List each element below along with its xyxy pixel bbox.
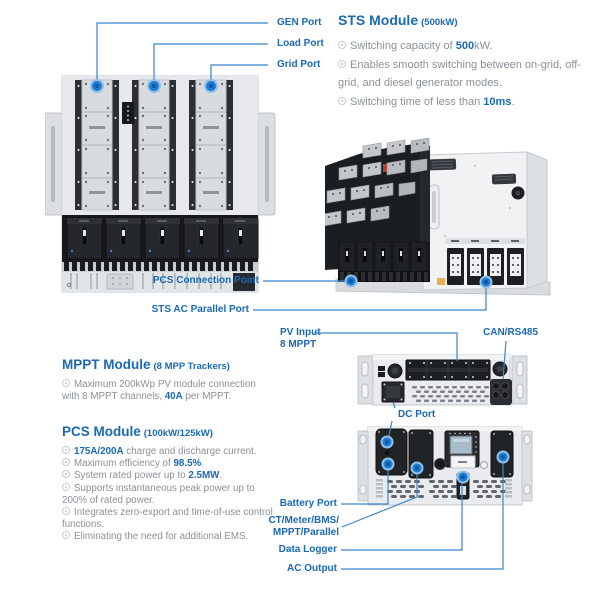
grid-port-line xyxy=(210,64,268,86)
ac-output-marker xyxy=(496,450,510,464)
bullet-item: Supports instantaneous peak power up to … xyxy=(62,482,255,506)
can-rs485-label: CAN/RS485 xyxy=(483,327,539,338)
sts-module-section: STS Module(500kW) Switching capacity of … xyxy=(338,13,593,111)
grid-port-marker xyxy=(204,79,218,93)
pcs-module-title: PCS Module(100kW/125kW) xyxy=(62,424,213,439)
status-display-icon xyxy=(122,102,134,124)
bullet-item: System rated power up to 2.5MW. xyxy=(62,470,274,482)
ct-meter-marker xyxy=(410,461,424,475)
aux-connector-icon xyxy=(434,458,446,470)
ct-meter-label: CT/Meter/BMS/ MPPT/Parallel xyxy=(268,515,339,538)
round-connector-icon xyxy=(387,363,403,379)
rack-ear-left-icon xyxy=(45,112,63,216)
dc-port-line-a xyxy=(392,401,396,409)
breaker-row xyxy=(66,217,259,260)
ring-bullet-icon xyxy=(338,59,346,68)
sts-ac-parallel-line xyxy=(253,285,487,311)
load-port-marker xyxy=(147,79,161,93)
busbar-plates xyxy=(325,138,430,226)
iso-breaker-row xyxy=(338,241,430,282)
gen-port-line xyxy=(96,22,268,86)
data-logger-label: Data Logger xyxy=(278,544,337,555)
dc-switch-icon xyxy=(378,366,385,371)
knob-small-icon xyxy=(480,461,488,469)
ring-bullet-icon xyxy=(62,458,70,467)
bullet-item: Switching capacity of 500kW. xyxy=(338,37,590,56)
bullet-item: Eliminating the need for additional EMS. xyxy=(62,531,274,543)
battery-port-label: Battery Port xyxy=(279,498,337,509)
ring-bullet-icon xyxy=(62,531,70,540)
connector-teeth xyxy=(62,262,258,272)
mppt-module-title: MPPT Module(8 MPP Trackers) xyxy=(62,357,230,372)
ct-meter-line xyxy=(341,470,418,528)
bullet-item: Integrates zero-export and time-of-use c… xyxy=(62,507,273,531)
mppt-ear-right-icon xyxy=(511,355,528,405)
sts-ac-parallel-port-label: STS AC Parallel Port xyxy=(151,304,249,315)
ring-bullet-icon xyxy=(62,482,70,491)
data-logger-line xyxy=(341,479,463,551)
port-markers xyxy=(90,79,510,484)
bottom-panel xyxy=(62,272,258,292)
ring-bullet-icon xyxy=(62,379,70,387)
battery-port-marker xyxy=(381,457,395,471)
bullet-item: Maximum efficiency of 98.5%. xyxy=(62,458,274,470)
enclosure xyxy=(422,151,548,291)
gen-port-marker xyxy=(90,79,104,93)
gen-port-label: GEN Port xyxy=(277,17,322,28)
ac-output-line xyxy=(341,459,504,570)
ring-bullet-icon xyxy=(62,446,70,454)
pv-input-line xyxy=(314,332,458,361)
sts-module-bullets: Switching capacity of 500kW. Enables smo… xyxy=(338,37,590,111)
ac-output-label: AC Output xyxy=(287,563,337,574)
sts-iso-illustration xyxy=(325,138,551,296)
pcs-connection-point-label: PCS Connection Point xyxy=(152,275,259,286)
pcs-connection-marker xyxy=(344,274,358,288)
handle-icon xyxy=(428,184,440,230)
mppt-illustration xyxy=(357,354,528,406)
bullet-item: Maximum 200kWp PV module connection with… xyxy=(62,379,256,403)
pcs-module-bullets: 175A/200A charge and discharge current. … xyxy=(62,446,274,544)
vent-grille xyxy=(412,386,489,402)
pcs-module-section: PCS Module(100kW/125kW) 175A/200A charge… xyxy=(62,424,280,544)
mppt-module-section: MPPT Module(8 MPP Trackers) Maximum 200k… xyxy=(62,357,272,403)
side-rib-vents xyxy=(376,479,512,498)
pcs-ear-left-icon xyxy=(357,430,369,502)
vent-slot-icon xyxy=(428,158,517,185)
load-port-label: Load Port xyxy=(277,38,324,49)
sts-front-illustration xyxy=(45,75,276,293)
busbar-stack xyxy=(325,138,445,285)
dc-port-marker xyxy=(380,435,394,449)
mppt-ear-left-icon xyxy=(357,355,374,405)
grid-port-label: Grid Port xyxy=(277,59,321,70)
ring-bullet-icon xyxy=(338,41,346,49)
display-screen xyxy=(444,430,480,469)
data-logger-marker xyxy=(456,470,470,484)
switch-columns xyxy=(75,79,233,211)
bullet-item: Enables smooth switching between on-grid… xyxy=(338,58,581,89)
load-port-line xyxy=(153,43,268,86)
dc-port-label: DC Port xyxy=(398,409,436,420)
ring-bullet-icon xyxy=(62,470,70,479)
ring-bullet-icon xyxy=(338,96,346,105)
pv-input-block xyxy=(405,359,491,381)
bullet-item: 175A/200A charge and discharge current. xyxy=(62,446,274,458)
ac-terminal-blocks xyxy=(445,238,525,285)
sts-module-title: STS Module(500kW) xyxy=(338,12,458,29)
can-rs485-connector xyxy=(490,361,512,405)
mppt-module-bullets: Maximum 200kWp PV module connection with… xyxy=(62,379,258,403)
pv-input-label: PV Input 8 MPPT xyxy=(280,327,321,350)
sts-ac-parallel-marker xyxy=(479,275,493,289)
bullet-item: Switching time of less than 10ms. xyxy=(338,93,590,112)
can-rs485-line xyxy=(502,340,507,380)
battery-port-line xyxy=(341,466,389,505)
ring-bullet-icon xyxy=(62,507,70,516)
